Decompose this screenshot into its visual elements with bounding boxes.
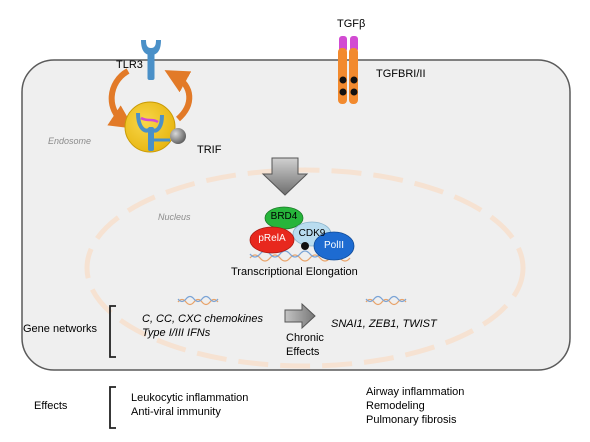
effect-left-1: Leukocytic inflammation bbox=[131, 392, 249, 404]
endosome-label: Endosome bbox=[48, 136, 92, 146]
cdk9-label: CDK9 bbox=[298, 228, 326, 239]
signal-down-arrow bbox=[261, 157, 309, 196]
gene-networks-label: Gene networks bbox=[23, 323, 97, 335]
trif-label: TRIF bbox=[197, 144, 222, 156]
snai-label: SNAI1, ZEB1, TWIST bbox=[331, 318, 437, 330]
nucleus-label: Nucleus bbox=[158, 212, 191, 222]
dna-helix-left-icon bbox=[177, 295, 219, 306]
tlr3-endosomal-icon bbox=[136, 112, 170, 151]
tgfb-label: TGFβ bbox=[337, 18, 366, 30]
polii-label: PolII bbox=[323, 240, 344, 251]
prela-label: pRelA bbox=[258, 233, 286, 244]
trif-adaptor-icon bbox=[170, 128, 186, 144]
gene-networks-bracket bbox=[109, 305, 116, 358]
ifns-label: Type I/III IFNs bbox=[142, 327, 211, 339]
chemokines-label: C, CC, CXC chemokines bbox=[142, 313, 264, 325]
brd4-label: BRD4 bbox=[270, 211, 298, 222]
ser2p-dot bbox=[301, 242, 309, 250]
effect-left-2: Anti-viral immunity bbox=[131, 406, 221, 418]
effect-right-2: Remodeling bbox=[366, 400, 425, 412]
prela-protein bbox=[249, 226, 295, 254]
effects-label: Effects bbox=[34, 400, 68, 412]
polii-protein bbox=[313, 231, 355, 261]
effect-right-1: Airway inflammation bbox=[366, 386, 465, 398]
chronic-label-line1: Chronic bbox=[286, 332, 324, 344]
transcription-label: Transcriptional Elongation bbox=[231, 266, 358, 278]
chronic-label-line2: Effects bbox=[286, 346, 320, 358]
tlr3-receptor-icon bbox=[141, 40, 161, 80]
tgfbr-label: TGFBRI/II bbox=[376, 68, 426, 80]
effect-right-3: Pulmonary fibrosis bbox=[366, 414, 457, 426]
tlr3-label: TLR3 bbox=[116, 59, 143, 71]
chronic-effects-arrow bbox=[284, 302, 316, 330]
nucleus-membrane bbox=[84, 167, 526, 369]
effects-bracket bbox=[109, 386, 116, 429]
tgfbr-receptor-icon bbox=[338, 36, 358, 104]
dna-helix-right-icon bbox=[365, 295, 407, 306]
trafficking-arrow-right bbox=[164, 70, 193, 122]
trafficking-arrow-left bbox=[107, 68, 134, 129]
